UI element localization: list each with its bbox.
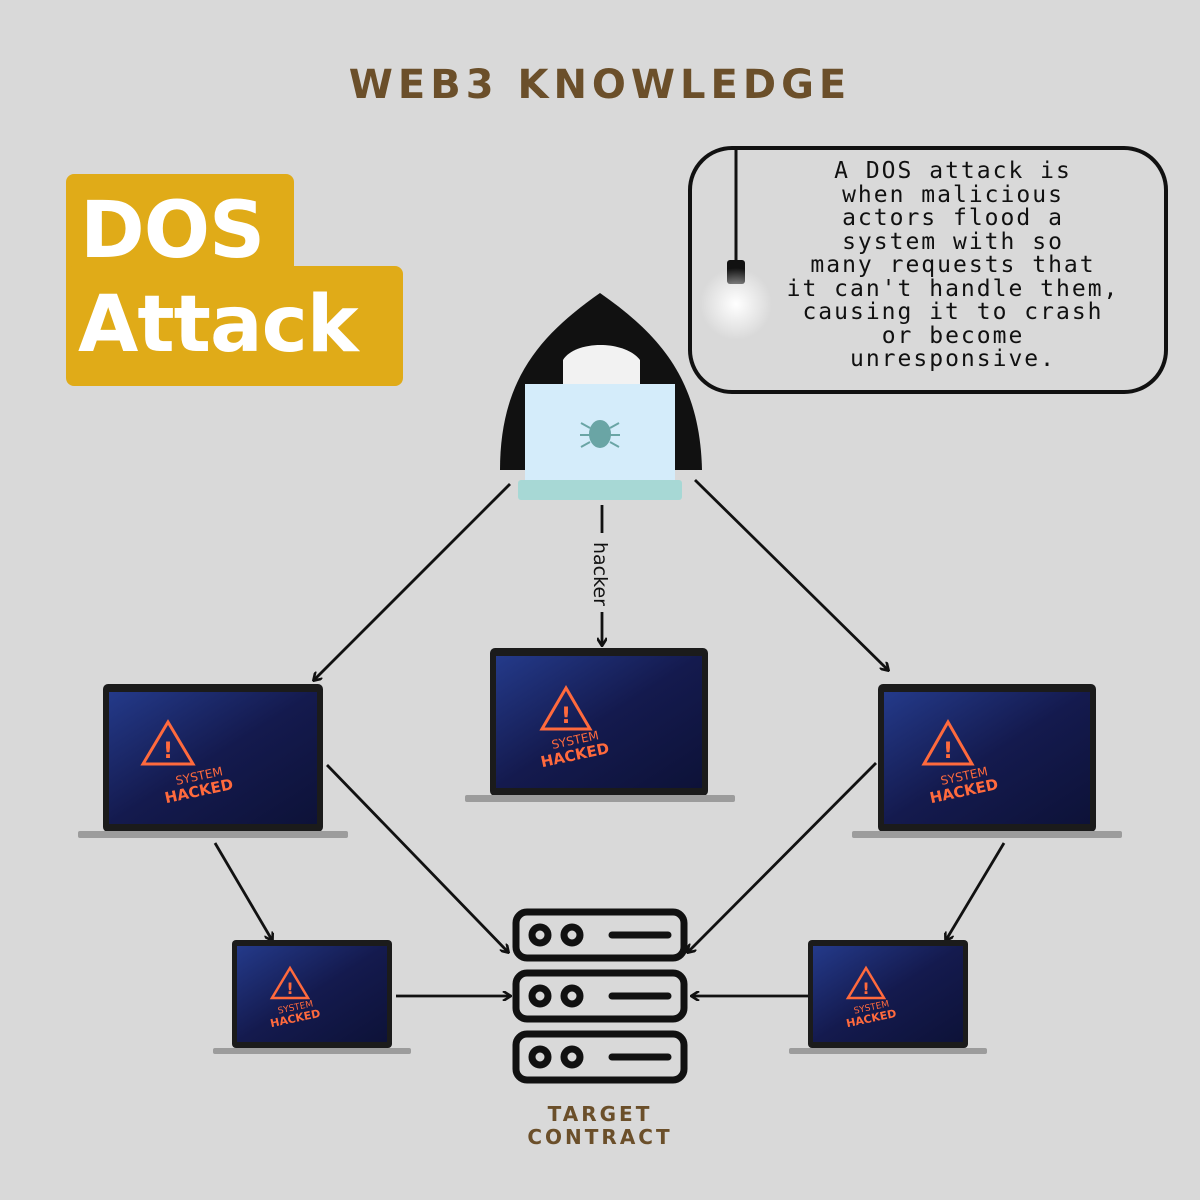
svg-text:!: !: [163, 739, 173, 764]
page-title: WEB3 KNOWLEDGE: [348, 62, 852, 108]
arrow-right-laptop-to-server: [688, 762, 877, 952]
definition-line: when malicious: [842, 181, 1064, 208]
definition-line: many requests that: [810, 252, 1096, 278]
laptop-center: ! SYSTEM HACKED: [465, 648, 735, 802]
definition-line: causing it to crash: [802, 299, 1104, 325]
target-label-line1: TARGET: [547, 1102, 653, 1126]
lightbulb-icon: [700, 146, 772, 340]
server-icon: [512, 908, 688, 1084]
definition-line: or become: [881, 322, 1025, 349]
laptop-small-left: ! SYSTEM HACKED: [213, 940, 411, 1054]
hacker-figure: [500, 293, 702, 500]
definition-line: unresponsive.: [849, 346, 1056, 372]
definition-line: actors flood a: [842, 205, 1064, 231]
svg-text:!: !: [862, 979, 869, 998]
arrow-left-laptop-to-server: [325, 764, 508, 952]
definition-text: A DOS attack is when malicious actors fl…: [778, 158, 1128, 372]
laptop-left: ! SYSTEM HACKED: [78, 684, 348, 838]
laptop-small-right: ! SYSTEM HACKED: [789, 940, 987, 1054]
definition-line: it can't handle them,: [786, 275, 1120, 302]
connectors: [213, 479, 1006, 996]
arrow-left-laptop-to-small-laptop: [213, 842, 272, 940]
definition-line: A DOS attack is: [834, 158, 1072, 184]
svg-text:!: !: [943, 739, 953, 764]
laptop-right: ! SYSTEM HACKED: [852, 684, 1122, 838]
arrow-hacker-to-left-laptop: [314, 483, 511, 680]
bug-icon: [580, 420, 620, 448]
arrow-hacker-to-right-laptop: [694, 479, 888, 670]
arrow-right-laptop-to-small-laptop: [946, 842, 1006, 940]
definition-callout: [688, 146, 1168, 394]
badge-line-dos: DOS: [80, 186, 265, 276]
svg-text:!: !: [561, 704, 571, 729]
target-label-line2: CONTRACT: [527, 1125, 673, 1149]
svg-text:!: !: [286, 979, 293, 998]
badge-block-bottom: [66, 266, 403, 386]
badge-block-top: [66, 174, 294, 284]
hacker-label: hacker: [589, 542, 611, 606]
definition-line: system with so: [842, 228, 1064, 255]
target-label: TARGET CONTRACT: [500, 1103, 700, 1149]
badge-line-attack: Attack: [78, 280, 359, 370]
